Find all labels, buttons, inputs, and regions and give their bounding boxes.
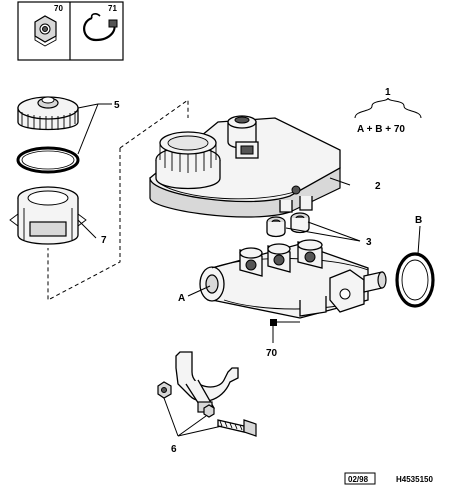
bracket-assembly	[157, 351, 257, 437]
reference-marker-icon	[270, 319, 277, 326]
inset-label-70: 70	[54, 4, 63, 13]
grommet-adapter	[9, 186, 87, 245]
master-cylinder-body	[199, 239, 387, 319]
footer: 02/98 H4535150	[344, 472, 433, 485]
reservoir-cap	[17, 96, 79, 131]
callout-2: 2	[375, 181, 381, 192]
inset-label-71: 71	[108, 4, 117, 13]
bolt-icon	[217, 419, 257, 437]
callout-70: 70	[266, 348, 278, 359]
reservoir	[149, 115, 341, 218]
callout-1: 1	[385, 87, 391, 98]
callout-7: 7	[101, 235, 107, 246]
callout-5: 5	[114, 100, 120, 111]
clip-icon	[83, 13, 118, 42]
leader-lines	[77, 97, 422, 437]
callout-6: 6	[171, 444, 177, 455]
callout-formula: A + B + 70	[357, 124, 405, 135]
cap-seal-ring	[16, 146, 80, 174]
callout-b: B	[415, 215, 422, 226]
callout-3: 3	[366, 237, 372, 248]
seal-pair	[266, 212, 310, 238]
date-code: 02/98	[348, 475, 369, 484]
inset-box: 70 71	[17, 1, 124, 61]
drawing-reference: H4535150	[396, 475, 433, 484]
o-ring	[395, 252, 435, 308]
hex-nut-icon	[34, 15, 57, 47]
callout-a: A	[178, 293, 185, 304]
guide-line-lower	[47, 148, 121, 301]
